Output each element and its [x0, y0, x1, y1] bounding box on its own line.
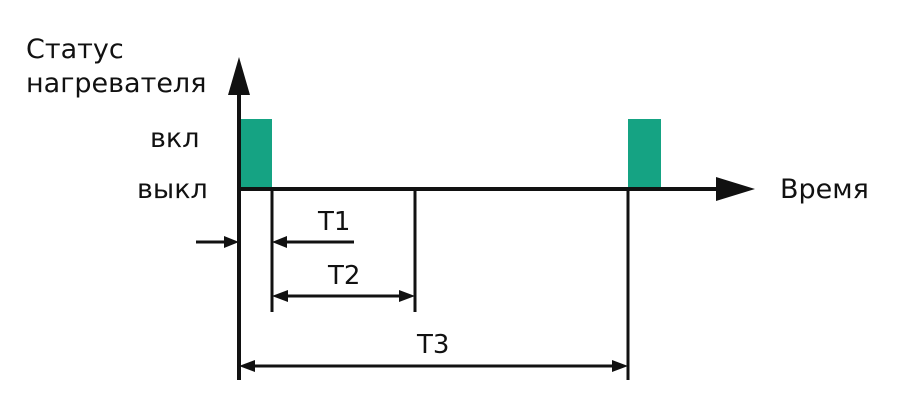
heater-on-pulse-2	[628, 119, 661, 189]
y-axis-label-line1: Статус	[26, 34, 124, 65]
t3-arrowhead-right	[612, 360, 628, 372]
off-state-label: выкл	[137, 174, 208, 205]
t3-label: T3	[416, 330, 449, 360]
t2-arrowhead-left	[272, 290, 288, 302]
t1-arrowhead-right	[272, 236, 287, 248]
y-axis-label-line2: нагревателя	[26, 68, 206, 99]
t1-label: T1	[317, 207, 350, 237]
y-axis-arrowhead	[228, 57, 250, 95]
t2-arrowhead-right	[399, 290, 415, 302]
heater-on-pulse-1	[241, 119, 272, 189]
t1-arrowhead-left	[224, 236, 239, 248]
t2-label: T2	[327, 261, 360, 291]
x-axis-label: Время	[780, 174, 869, 205]
t3-arrowhead-left	[239, 360, 255, 372]
on-state-label: вкл	[150, 123, 199, 154]
x-axis-arrowhead	[716, 177, 755, 201]
